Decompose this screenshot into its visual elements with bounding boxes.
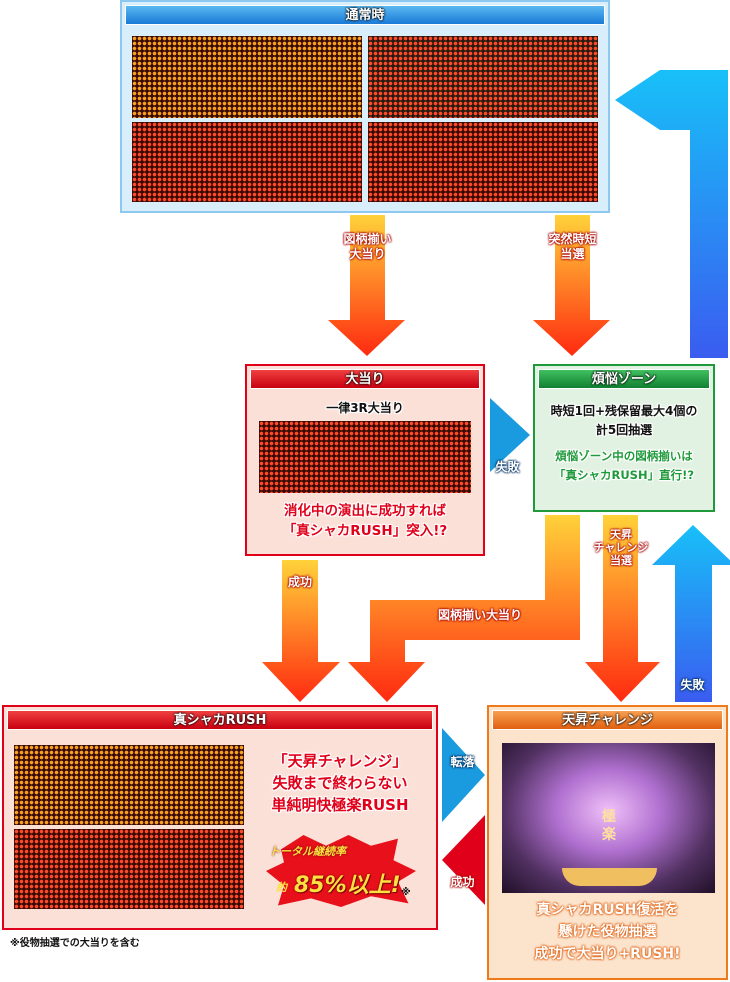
bonus-text-1: 消化中の演出に成功すれば bbox=[284, 503, 446, 519]
label-to-zone: 突然時短 当選 bbox=[548, 232, 597, 261]
arrow-challenge-fail bbox=[652, 525, 730, 702]
arrow-bonus-fail bbox=[490, 398, 530, 472]
zone-text-3: 煩悩ゾーン中の図柄揃いは bbox=[555, 449, 693, 463]
zone-text-4: 「真シャカRUSH」直行!? bbox=[553, 468, 694, 482]
label-zone-hit: 図柄揃い大当り bbox=[437, 608, 522, 622]
arrow-challenge-success bbox=[442, 815, 485, 905]
label-rush-fall: 転落 bbox=[450, 755, 475, 769]
led-rush-image bbox=[14, 745, 244, 825]
arrow-zone-to-normal bbox=[615, 70, 728, 358]
rush-text-2: 失敗まで終わらない bbox=[272, 774, 408, 792]
bonnou-zone-panel: 煩悩ゾーン 時短1回+残保留最大4個の 計5回抽選 煩悩ゾーン中の図柄揃いは 「… bbox=[533, 364, 715, 512]
badge-prefix: 約 bbox=[276, 881, 287, 894]
arrow-zone-hit bbox=[348, 515, 580, 702]
gimmick-kanji: 極楽 bbox=[602, 809, 616, 843]
badge-label: トータル継続率 bbox=[269, 845, 346, 858]
zone-text-2: 計5回抽選 bbox=[595, 423, 653, 437]
arrow-normal-to-zone bbox=[533, 215, 610, 356]
zone-title: 煩悩ゾーン bbox=[538, 369, 710, 389]
label-zone-challenge: 天昇 チャレンジ 当選 bbox=[593, 528, 649, 567]
label-bonus-success: 成功 bbox=[287, 575, 312, 589]
rush-text-3: 単純明快極楽RUSH bbox=[271, 796, 409, 814]
rush-panel: 真シャカRUSH 「天昇チャレンジ」 失敗まで終わらない 単純明快極楽RUSH … bbox=[2, 705, 438, 930]
bonus-panel: 大当り 一律3R大当り 消化中の演出に成功すれば 「真シャカRUSH」突入!? bbox=[245, 364, 485, 556]
label-to-bonus: 図柄揃い 大当り bbox=[343, 232, 392, 261]
zone-text-1: 時短1回+残保留最大4個の bbox=[550, 404, 698, 418]
arrow-bonus-success bbox=[262, 560, 340, 702]
rush-text-1: 「天昇チャレンジ」 bbox=[272, 752, 408, 770]
continuation-rate-badge bbox=[266, 835, 416, 907]
bonus-text-2: 「真シャカRUSH」突入!? bbox=[282, 523, 448, 539]
bonus-subtitle: 一律3R大当り bbox=[326, 401, 404, 415]
led-bonus-image bbox=[259, 421, 471, 493]
gimmick-tray bbox=[562, 868, 657, 886]
challenge-text-3: 成功で大当り+RUSH! bbox=[534, 946, 681, 962]
label-challenge-fail: 失敗 bbox=[680, 678, 705, 692]
normal-mode-panel: 通常時 bbox=[120, 0, 610, 213]
tensho-challenge-panel: 天昇チャレンジ 極楽 真シャカRUSH復活を 懸けた役物抽選 成功で大当り+RU… bbox=[487, 705, 728, 980]
bonus-title: 大当り bbox=[250, 369, 480, 389]
led-rush-image bbox=[14, 829, 244, 909]
footnote: ※役物抽選での大当りを含む bbox=[10, 938, 140, 949]
gimmick-image: 極楽 bbox=[502, 743, 715, 893]
challenge-title: 天昇チャレンジ bbox=[492, 710, 723, 730]
arrow-rush-fall bbox=[442, 728, 485, 822]
badge-value: 85%以上! bbox=[294, 873, 401, 898]
arrow-zone-challenge bbox=[585, 515, 660, 702]
arrow-normal-to-bonus bbox=[328, 215, 405, 356]
badge-note-mark: ※ bbox=[401, 887, 411, 898]
label-bonus-fail: 失敗 bbox=[495, 460, 520, 474]
normal-mode-title: 通常時 bbox=[125, 5, 605, 25]
rush-title: 真シャカRUSH bbox=[7, 710, 433, 730]
led-image bbox=[132, 122, 362, 202]
led-image bbox=[368, 36, 598, 118]
led-image bbox=[368, 122, 598, 202]
led-image bbox=[132, 36, 362, 118]
challenge-text-2: 懸けた役物抽選 bbox=[558, 924, 657, 940]
challenge-text-1: 真シャカRUSH復活を bbox=[536, 902, 679, 918]
label-challenge-success: 成功 bbox=[450, 875, 475, 889]
